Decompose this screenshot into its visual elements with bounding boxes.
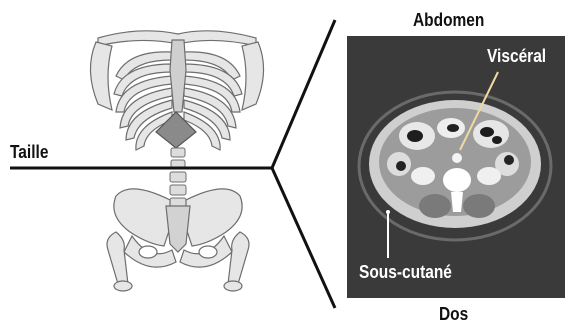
waist-label: Taille — [10, 142, 48, 163]
subcutaneous-label: Sous-cutané — [359, 262, 452, 283]
back-label: Dos — [439, 304, 468, 325]
abdomen-label: Abdomen — [413, 10, 484, 31]
visceral-label: Viscéral — [487, 46, 546, 67]
visceral-pointer — [460, 72, 498, 150]
